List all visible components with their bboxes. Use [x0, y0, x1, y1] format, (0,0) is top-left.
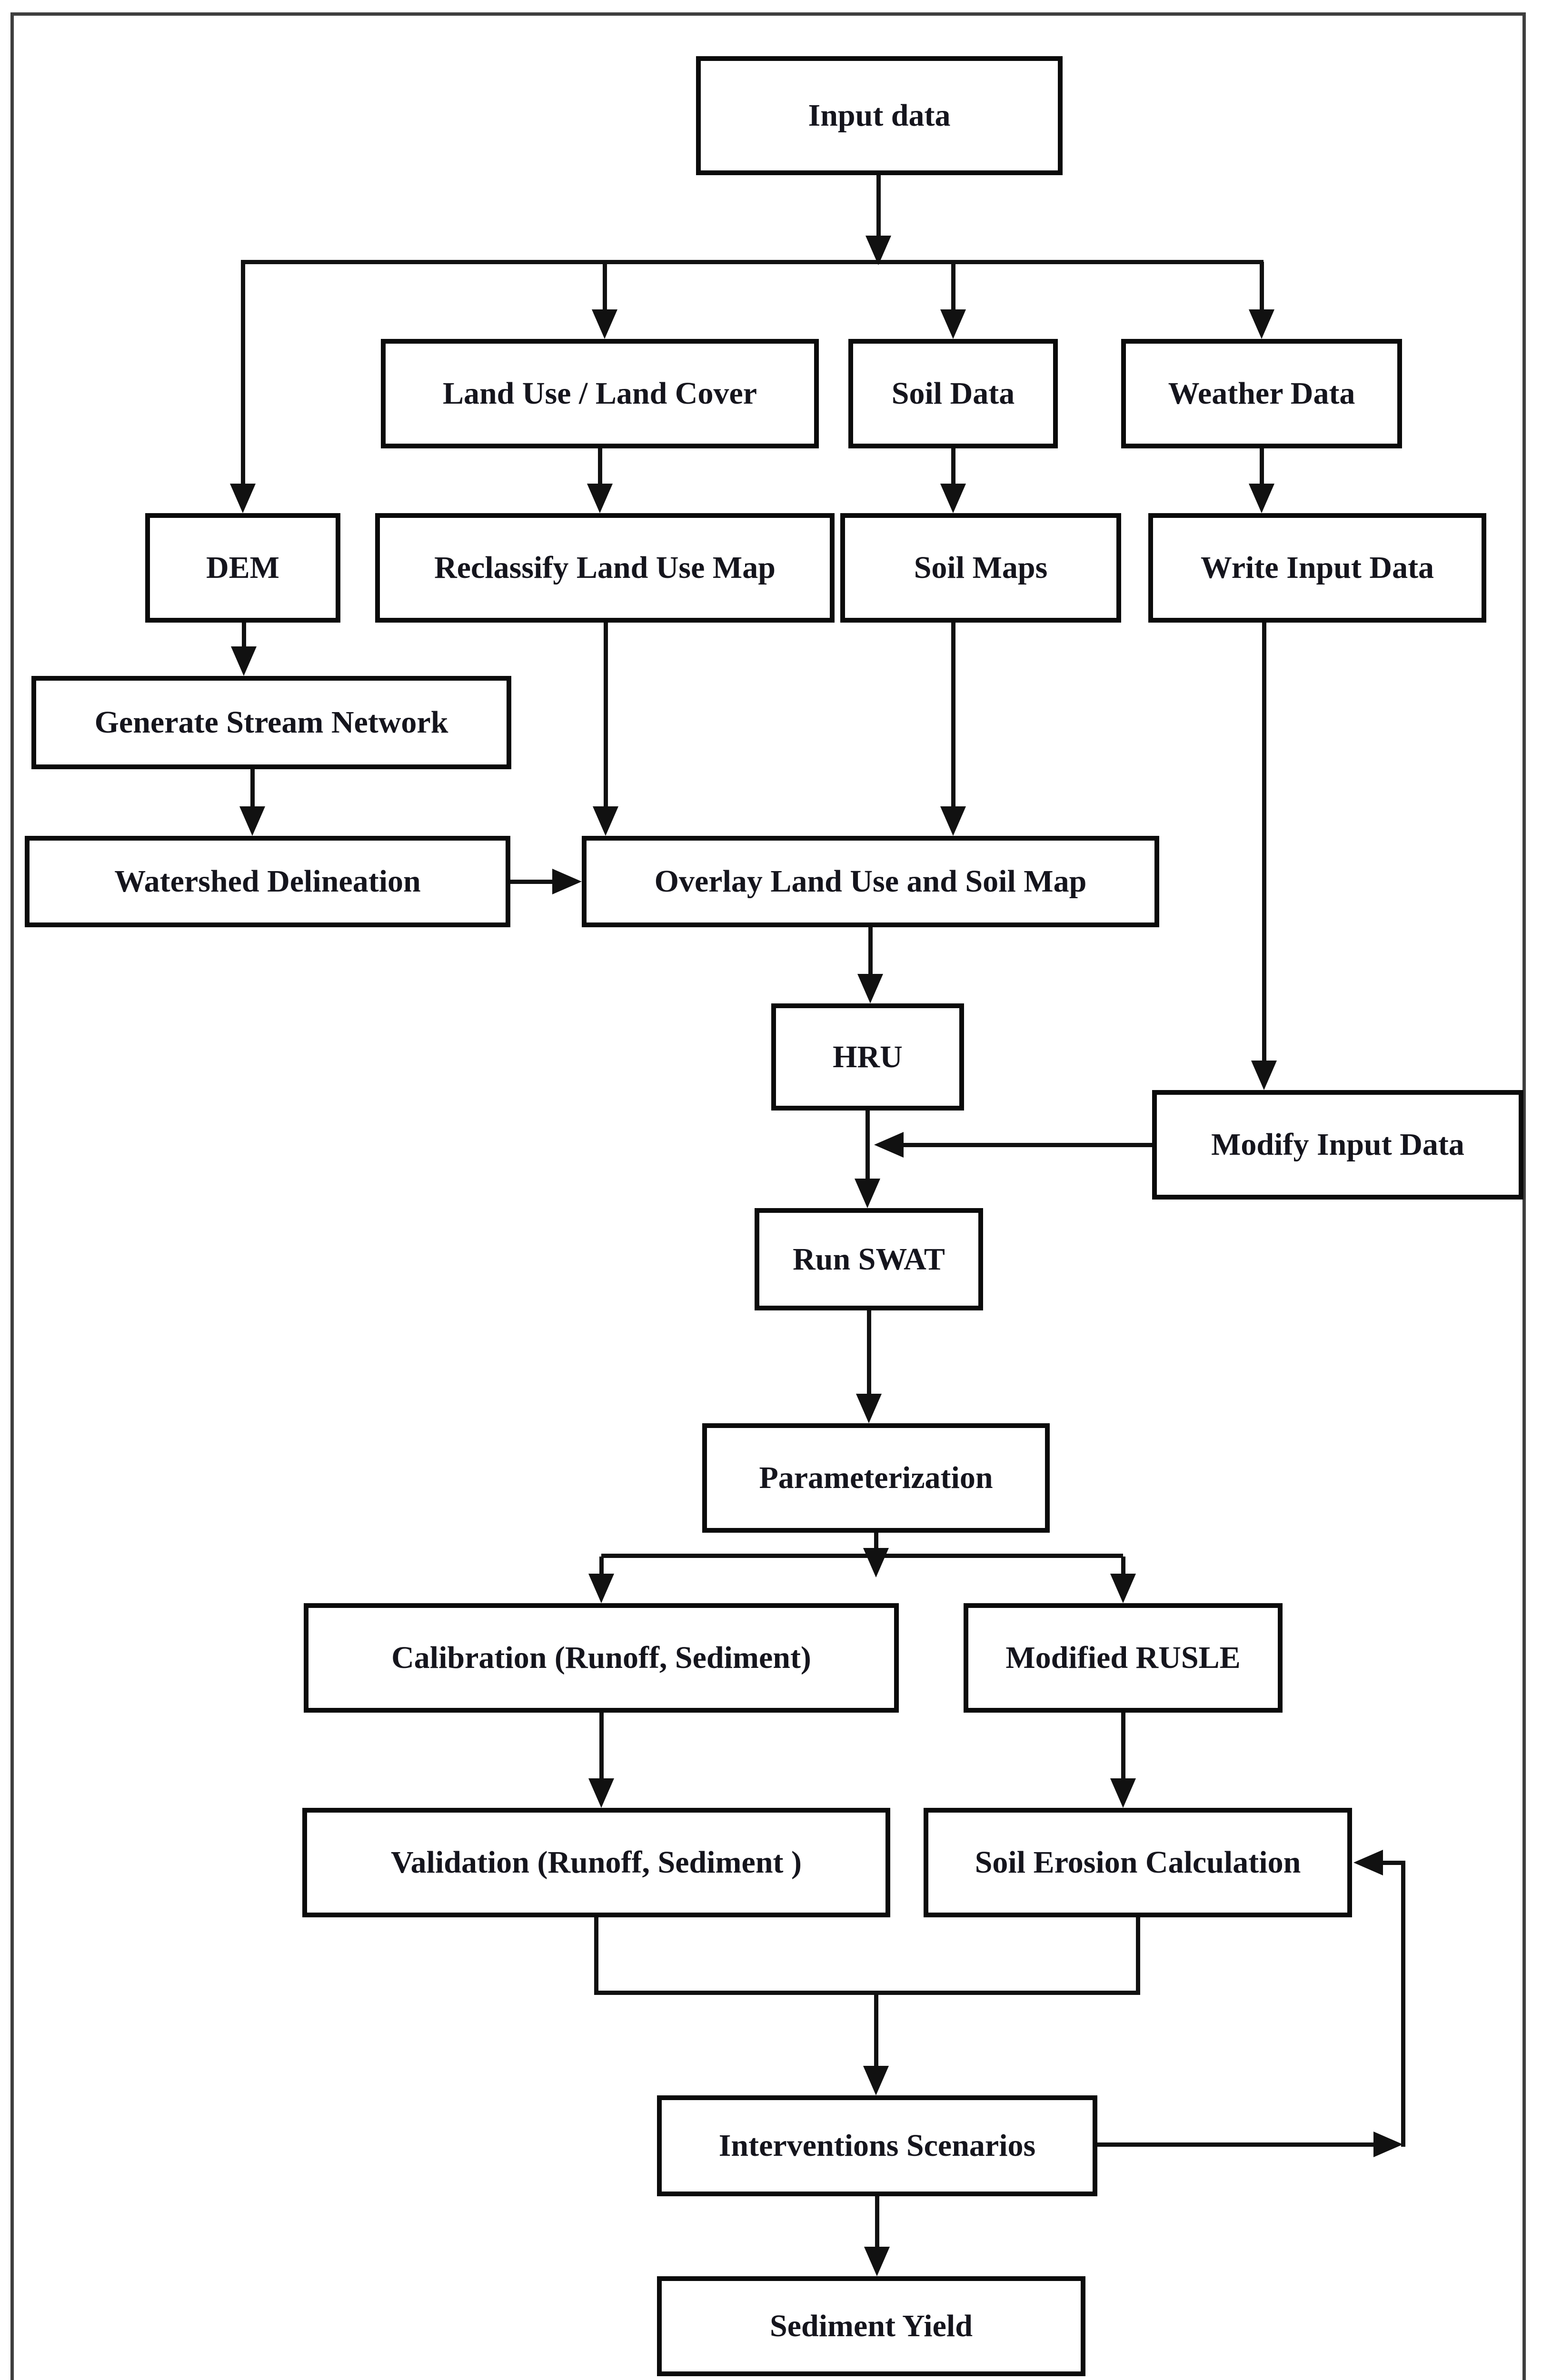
edge-watershed-to-overlay — [510, 880, 553, 884]
arrowhead-down-icon — [940, 309, 966, 339]
edge-merge-to-interventions — [874, 1994, 878, 2067]
edge-input-to-branch — [876, 175, 881, 237]
node-calibration: Calibration (Runoff, Sediment) — [304, 1603, 899, 1713]
arrowhead-down-icon — [1249, 484, 1274, 513]
node-modify-input-data: Modify Input Data — [1152, 1090, 1523, 1200]
edge-weather-to-writeinput — [1260, 448, 1264, 485]
edge-split-to-calibration — [599, 1557, 604, 1575]
edge-interventions-to-sediment — [875, 2196, 879, 2248]
arrowhead-down-icon — [230, 484, 256, 513]
node-input-data: Input data — [696, 56, 1063, 175]
edge-dem-to-generate — [242, 623, 246, 647]
edge-rusle-to-soilerosion — [1121, 1713, 1125, 1779]
edge-hru-to-runswat — [866, 1111, 870, 1180]
edge-branch-to-weather — [1260, 262, 1264, 310]
arrowhead-down-icon — [239, 806, 265, 836]
arrowhead-down-icon — [231, 646, 257, 676]
edge-parameterization-stub — [874, 1533, 878, 1556]
node-soil-maps: Soil Maps — [840, 513, 1121, 623]
node-generate-stream-network: Generate Stream Network — [31, 676, 511, 769]
arrowhead-down-icon — [940, 806, 966, 836]
arrowhead-down-icon — [864, 2247, 890, 2276]
node-hru: HRU — [771, 1003, 964, 1111]
arrowhead-down-icon — [855, 1179, 880, 1208]
node-parameterization: Parameterization — [702, 1423, 1050, 1533]
arrowhead-down-icon — [857, 974, 883, 1003]
edge-generate-to-watershed — [250, 769, 255, 807]
edge-branch-line — [241, 260, 1263, 264]
edge-feedback-in — [1383, 1861, 1405, 1865]
edge-soilerosion-to-merge — [1136, 1917, 1140, 1994]
edge-soilmaps-to-overlay — [951, 623, 955, 807]
arrowhead-down-icon — [588, 1778, 614, 1808]
edge-branch-to-dem — [241, 262, 245, 485]
arrowhead-down-icon — [587, 484, 613, 513]
node-dem: DEM — [145, 513, 340, 623]
edge-overlay-to-hru — [868, 927, 873, 975]
arrowhead-down-icon — [593, 806, 618, 836]
edge-feedback-out — [1097, 2142, 1373, 2147]
node-sediment-yield: Sediment Yield — [657, 2276, 1085, 2376]
edge-calibration-to-validation — [599, 1713, 604, 1779]
arrowhead-down-icon — [1251, 1061, 1277, 1090]
node-validation: Validation (Runoff, Sediment ) — [302, 1808, 890, 1917]
arrowhead-down-icon — [863, 1548, 889, 1577]
node-soil-erosion-calculation: Soil Erosion Calculation — [924, 1808, 1352, 1917]
node-reclassify-land-use-map: Reclassify Land Use Map — [375, 513, 835, 623]
node-overlay-land-use-soil-map: Overlay Land Use and Soil Map — [582, 836, 1159, 927]
arrowhead-down-icon — [940, 484, 966, 513]
edge-feedback-up — [1401, 1861, 1405, 2147]
node-weather-data: Weather Data — [1121, 339, 1402, 448]
edge-reclassify-to-overlay — [604, 623, 608, 807]
arrowhead-down-icon — [856, 1394, 882, 1423]
edge-soildata-to-soilmaps — [951, 448, 955, 485]
node-modified-rusle: Modified RUSLE — [964, 1603, 1283, 1713]
edge-writeinput-to-modify — [1262, 623, 1266, 1061]
edge-validation-to-merge — [594, 1917, 598, 1994]
edge-split-line — [601, 1554, 1123, 1558]
arrowhead-right-icon — [1373, 2132, 1403, 2157]
node-write-input-data: Write Input Data — [1148, 513, 1486, 623]
arrowhead-down-icon — [1110, 1574, 1136, 1603]
arrowhead-right-icon — [552, 869, 582, 894]
edge-branch-to-soildata — [951, 262, 955, 310]
node-run-swat: Run SWAT — [755, 1208, 983, 1310]
edge-merge-line — [594, 1991, 1140, 1995]
edge-split-to-rusle — [1121, 1557, 1125, 1575]
edge-modify-to-runswat-line — [904, 1143, 1152, 1147]
edge-branch-to-landuse — [603, 262, 607, 310]
node-watershed-delineation: Watershed Delineation — [25, 836, 510, 927]
node-soil-data: Soil Data — [848, 339, 1058, 448]
arrowhead-left-icon — [874, 1132, 904, 1158]
node-interventions-scenarios: Interventions Scenarios — [657, 2095, 1097, 2196]
arrowhead-down-icon — [1249, 309, 1274, 339]
edge-landuse-to-reclassify — [598, 448, 602, 485]
arrowhead-down-icon — [863, 2066, 889, 2095]
arrowhead-left-icon — [1353, 1850, 1383, 1875]
arrowhead-down-icon — [592, 309, 617, 339]
arrowhead-down-icon — [588, 1574, 614, 1603]
arrowhead-down-icon — [1110, 1778, 1136, 1808]
node-land-use-land-cover: Land Use / Land Cover — [381, 339, 819, 448]
edge-runswat-to-parameterization — [867, 1310, 871, 1395]
